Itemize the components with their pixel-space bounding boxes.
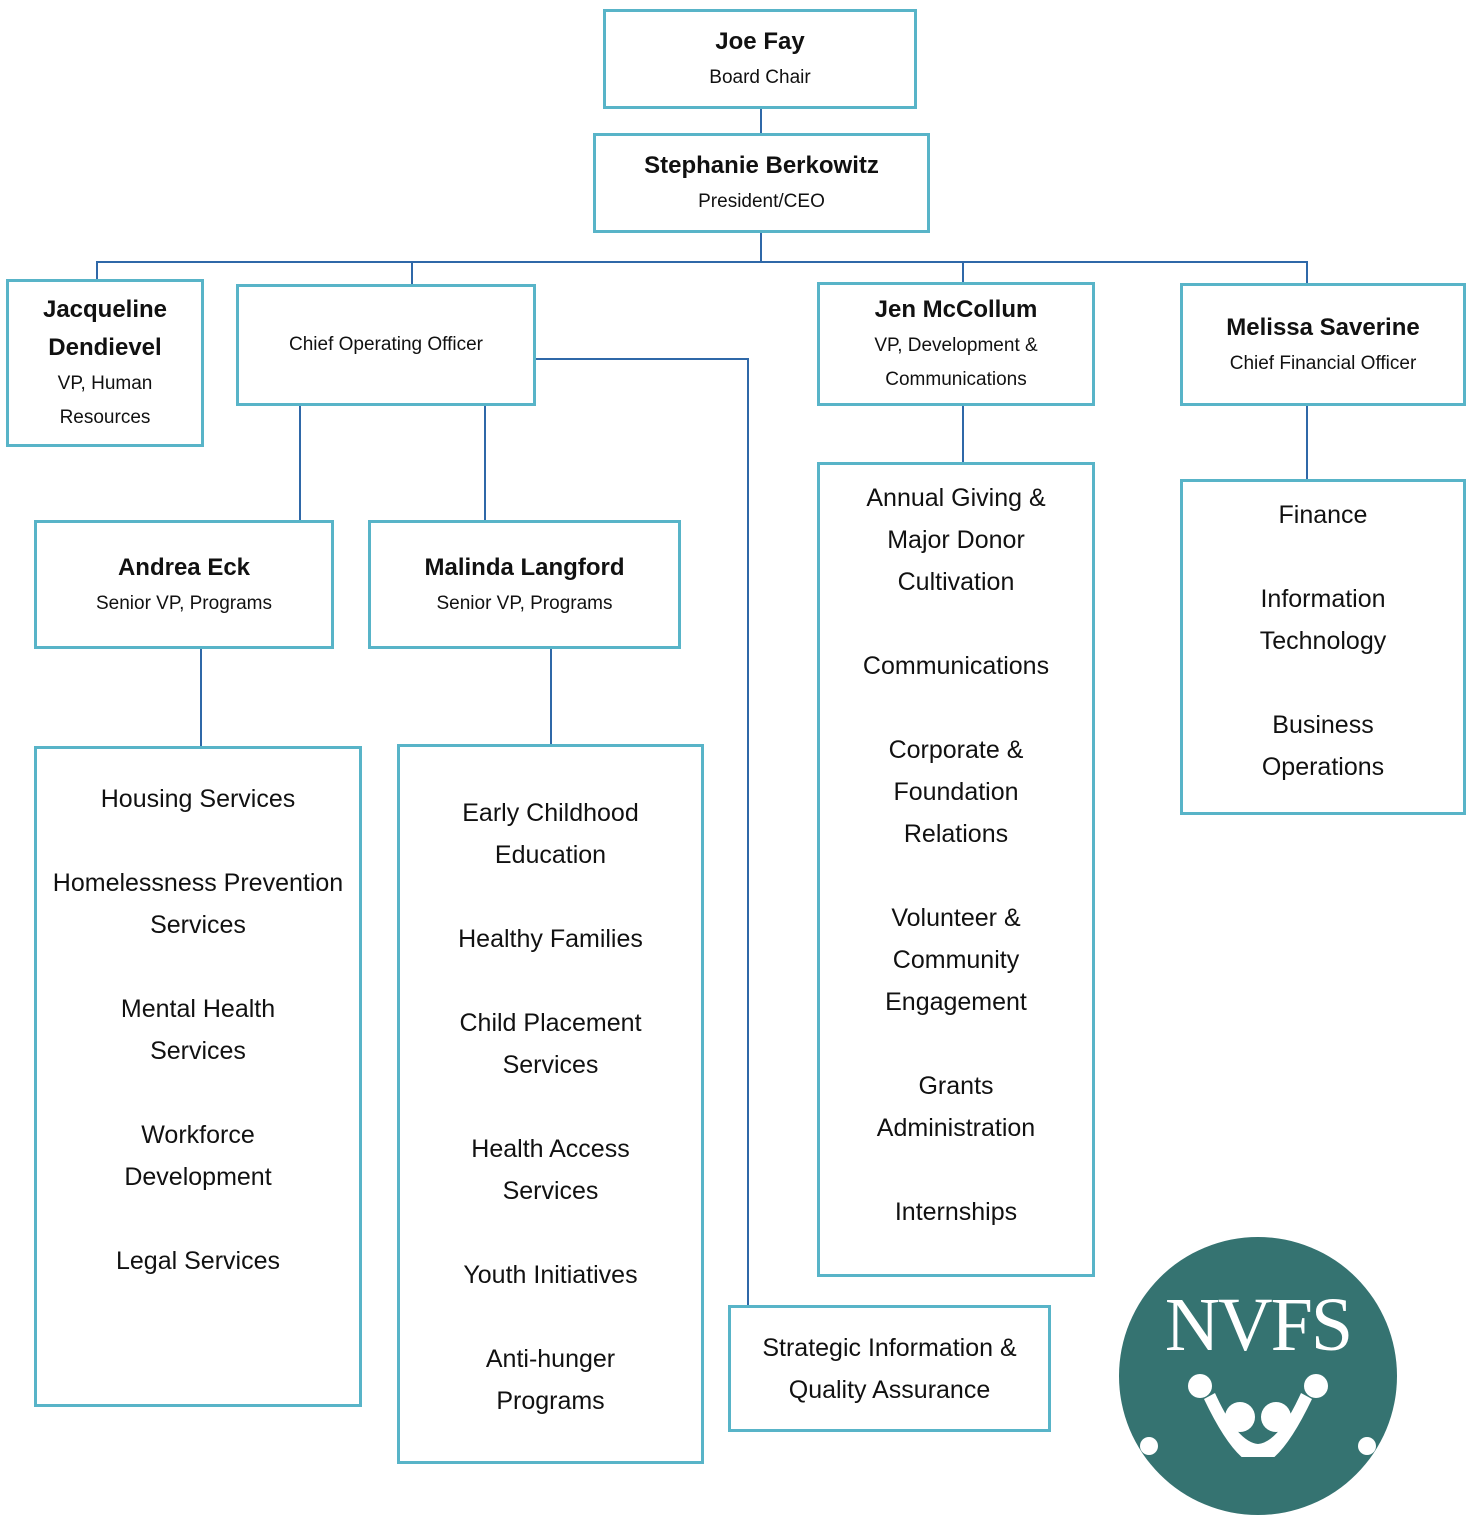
- langford-box: Malinda Langford Senior VP, Programs: [368, 520, 681, 649]
- connector-eck-list: [200, 647, 202, 748]
- connector-ceo-down: [760, 231, 762, 262]
- development-vp-name: Jen McCollum: [874, 296, 1038, 323]
- board-chair-box: Joe Fay Board Chair: [603, 9, 917, 109]
- department-item: Business Operations: [1261, 711, 1385, 781]
- department-item: Finance: [1278, 501, 1368, 529]
- cfo-departments-box: Finance Information Technology Business …: [1180, 479, 1466, 815]
- logo-text: NVFS: [1164, 1283, 1353, 1367]
- department-item: Mental Health Services: [120, 995, 276, 1065]
- development-vp-role: VP, Development & Communications: [874, 335, 1038, 390]
- department-item: Child Placement Services: [459, 1009, 642, 1079]
- development-vp-box: Jen McCollum VP, Development & Communica…: [817, 282, 1095, 406]
- eck-role: Senior VP, Programs: [95, 592, 272, 614]
- department-item: Youth Initiatives: [463, 1261, 638, 1289]
- connector-cfo-list: [1306, 404, 1308, 481]
- nvfs-logo: NVFS: [1119, 1237, 1397, 1515]
- cfo-role: Chief Financial Officer: [1229, 352, 1417, 374]
- connector-coo-langford: [484, 404, 486, 522]
- connector-direct-reports-bus: [96, 261, 1308, 263]
- langford-name: Malinda Langford: [424, 553, 625, 581]
- connector-coo-eck: [299, 404, 301, 522]
- department-item: Information Technology: [1259, 585, 1387, 655]
- department-item: Health Access Services: [471, 1135, 630, 1205]
- ceo-name: Stephanie Berkowitz: [644, 152, 879, 179]
- langford-role: Senior VP, Programs: [436, 592, 613, 614]
- development-departments-box: Annual Giving & Major Donor Cultivation …: [817, 462, 1095, 1277]
- department-item: Anti-hunger Programs: [485, 1345, 616, 1415]
- department-item: Healthy Families: [458, 925, 643, 953]
- hr-vp-box: Jacqueline Dendievel VP, Human Resources: [6, 279, 204, 447]
- langford-departments-box: Early Childhood Education Healthy Famili…: [397, 744, 704, 1464]
- connector-chair-ceo: [760, 107, 762, 135]
- eck-name: Andrea Eck: [117, 553, 251, 581]
- cfo-box: Melissa Saverine Chief Financial Officer: [1180, 283, 1466, 406]
- connector-to-coo: [411, 261, 413, 285]
- department-item: Legal Services: [116, 1247, 280, 1275]
- department-item: Housing Services: [100, 785, 296, 813]
- strategic-info-box: Strategic Information & Quality Assuranc…: [728, 1305, 1051, 1432]
- connector-coo-sqa-vertical: [747, 358, 749, 1306]
- department-item: Homelessness Prevention Services: [52, 869, 344, 939]
- department-item: Internships: [894, 1198, 1018, 1226]
- cfo-name: Melissa Saverine: [1226, 313, 1420, 341]
- eck-box: Andrea Eck Senior VP, Programs: [34, 520, 334, 649]
- department-item: Annual Giving & Major Donor Cultivation: [866, 484, 1046, 596]
- hr-vp-name: Jacqueline Dendievel: [42, 296, 168, 361]
- connector-dev-list: [962, 404, 964, 464]
- department-item: Corporate & Foundation Relations: [888, 736, 1024, 848]
- coo-role: Chief Operating Officer: [289, 334, 483, 355]
- department-item: Volunteer & Community Engagement: [885, 904, 1027, 1016]
- department-item: Communications: [862, 652, 1050, 680]
- ceo-role: President/CEO: [698, 191, 825, 212]
- connector-to-hr: [96, 261, 98, 280]
- connector-langford-list: [550, 647, 552, 746]
- hr-vp-role: VP, Human Resources: [57, 373, 153, 428]
- department-item: Early Childhood Education: [462, 799, 639, 869]
- people-figure-icon: [1140, 1374, 1376, 1457]
- board-chair-name: Joe Fay: [715, 28, 805, 55]
- coo-box: Chief Operating Officer: [236, 284, 536, 406]
- ceo-box: Stephanie Berkowitz President/CEO: [593, 133, 930, 233]
- eck-departments-box: Housing Services Homelessness Prevention…: [34, 746, 362, 1407]
- department-item: Grants Administration: [876, 1072, 1036, 1142]
- board-chair-role: Board Chair: [709, 67, 811, 88]
- department-item: Strategic Information & Quality Assuranc…: [762, 1333, 1017, 1404]
- connector-to-cfo: [1306, 261, 1308, 284]
- connector-to-dev: [962, 261, 964, 283]
- connector-coo-sqa-horizontal: [534, 358, 749, 360]
- department-item: Workforce Development: [124, 1121, 272, 1191]
